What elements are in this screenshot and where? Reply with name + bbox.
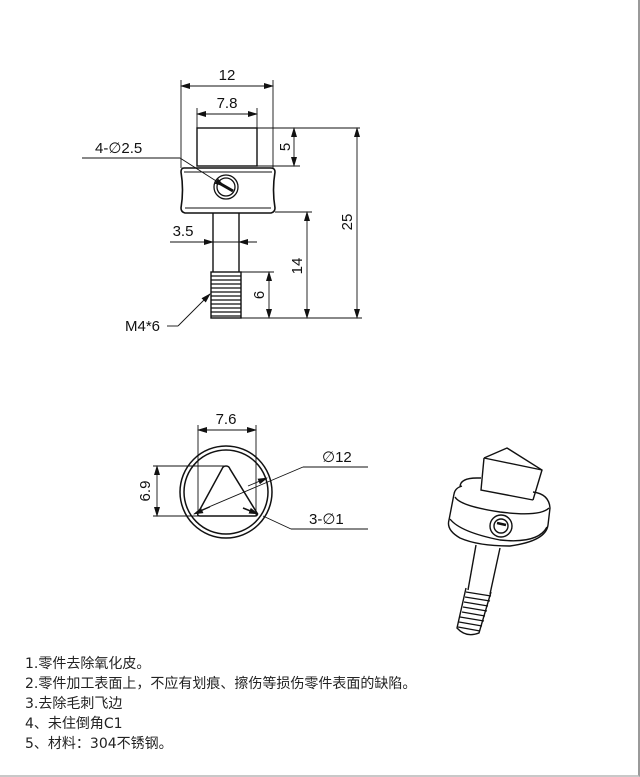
dim-overall-width: 12: [219, 67, 236, 84]
dim-shank-diameter: 3.5: [173, 223, 194, 240]
outer-circle: [179, 445, 273, 539]
dim-thread-length: 6: [251, 291, 268, 299]
note-item: 5、材料：304不锈钢。: [25, 736, 173, 752]
note-item: 2.零件加工表面上，不应有划痕、擦伤等损伤零件表面的缺陷。: [25, 676, 417, 692]
side-hole-outer: [213, 174, 239, 200]
note-item: 3.去除毛刺飞边: [25, 696, 123, 712]
callout-outer-diameter: ∅12: [322, 449, 352, 466]
callout-corner-radius: 3-∅1: [309, 511, 344, 528]
top-view: [153, 425, 368, 539]
dim-total-length: 25: [339, 214, 356, 231]
dim-head-height: 5: [277, 143, 294, 151]
dim-shank-length: 14: [289, 258, 306, 275]
callout-thread: M4*6: [125, 318, 160, 335]
note-item: 1.零件去除氧化皮。: [25, 656, 151, 672]
dim-head-width: 7.8: [217, 95, 238, 112]
thread-section: [210, 271, 242, 319]
dim-triangle-height: 6.9: [137, 481, 154, 502]
side-hole-inner: [216, 177, 236, 197]
dim-triangle-width: 7.6: [216, 411, 237, 428]
collar: [180, 167, 276, 214]
front-view: [82, 80, 362, 327]
triangle-tip: [197, 465, 258, 517]
technical-notes: 1.零件去除氧化皮。 2.零件加工表面上，不应有划痕、擦伤等损伤零件表面的缺陷。…: [25, 654, 416, 754]
head-block: [196, 127, 258, 167]
isometric-view: [447, 447, 551, 636]
callout-hole: 4-∅2.5: [95, 140, 142, 157]
note-item: 4、未住倒角C1: [25, 716, 123, 732]
inner-circle: [183, 449, 269, 535]
